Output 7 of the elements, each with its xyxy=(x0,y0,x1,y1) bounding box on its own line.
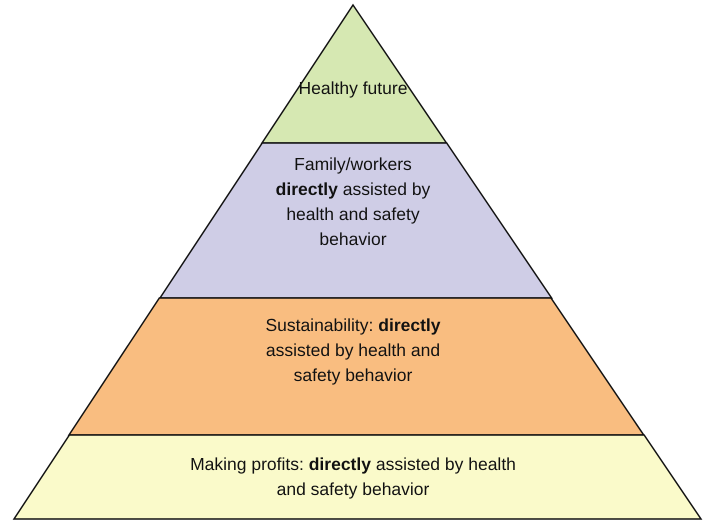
tier-text: Sustainability: directly assisted by health and safety behavior xyxy=(264,314,442,387)
pyramid-tier xyxy=(69,298,644,435)
tier-text: Healthy future xyxy=(298,77,408,100)
pyramid-tier xyxy=(14,435,701,519)
tier-text: Making profits: directly assisted by health and safety behavior xyxy=(189,453,517,501)
tier-text: Family/workers directly assisted by health and safety behavior xyxy=(274,153,432,251)
pyramid-tier xyxy=(160,143,552,298)
